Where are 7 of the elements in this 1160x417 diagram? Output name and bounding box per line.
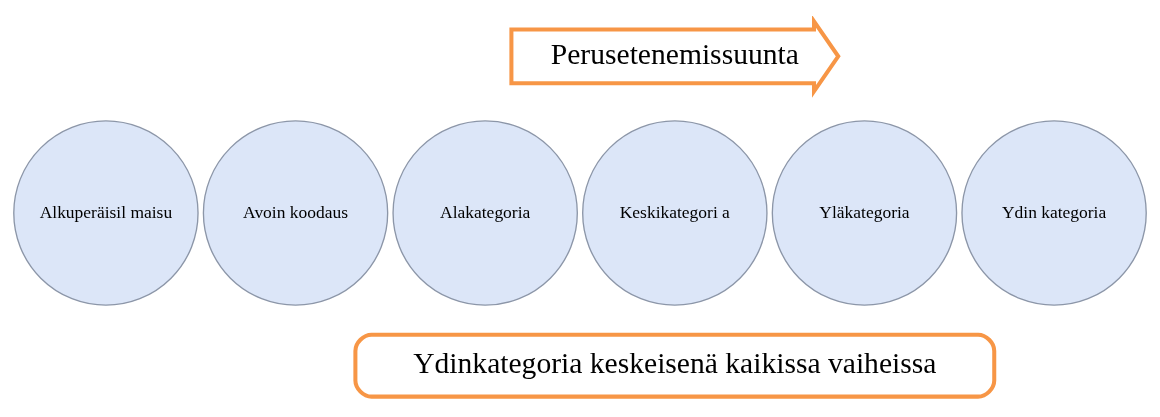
node-circle: Alakategoria bbox=[392, 119, 578, 306]
node-circle: Keskikategori a bbox=[582, 119, 768, 306]
node-circle: Avoin koodaus bbox=[202, 119, 389, 306]
node-box: Ydinkategoria keskeisenä kaikissa vaiheissa bbox=[353, 332, 997, 399]
node-circle: Ydin kategoria bbox=[961, 119, 1147, 306]
node-circle: Yläkategoria bbox=[771, 119, 958, 306]
node-circle: Alkuperäisil maisu bbox=[13, 119, 199, 306]
